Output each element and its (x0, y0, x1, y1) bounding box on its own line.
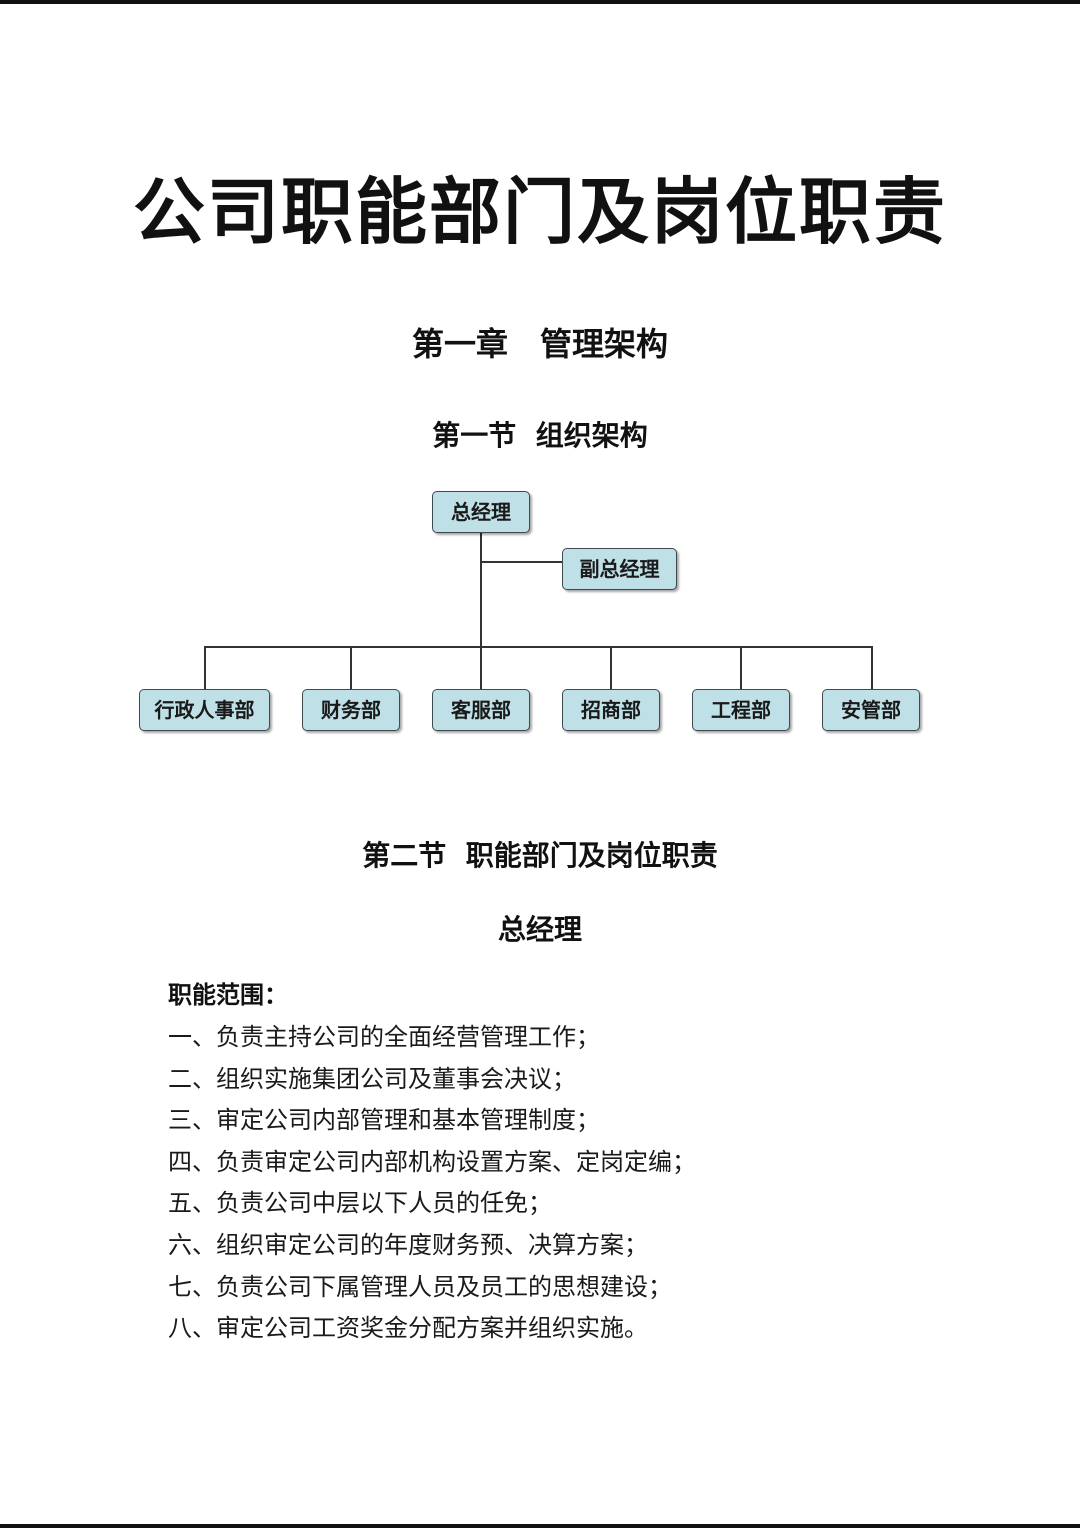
list-item: 一、负责主持公司的全面经营管理工作； (168, 1023, 600, 1051)
connector-drop (871, 646, 873, 689)
connector-drop (350, 646, 352, 689)
org-node-investment: 招商部 (562, 689, 660, 731)
section-heading-org-structure: 第一节 组织架构 (432, 419, 648, 452)
connector-drop (610, 646, 612, 689)
list-item: 七、负责公司下属管理人员及员工的思想建设； (168, 1272, 672, 1301)
org-chart: 总经理 副总经理 行政人事部 财务部 客服部 招商部 工程部 安管部 (0, 0, 1080, 760)
top-border-line (0, 0, 1080, 4)
list-item: 四、负责审定公司内部机构设置方案、定岗定编； (168, 1147, 696, 1176)
org-node-admin-hr: 行政人事部 (139, 689, 270, 731)
org-node-deputy-general-manager: 副总经理 (562, 548, 677, 590)
role-heading: 总经理 (497, 913, 582, 946)
list-item: 二、组织实施集团公司及董事会决议； (168, 1064, 576, 1093)
connector-drop (204, 646, 206, 689)
connector-trunk (480, 533, 482, 647)
document-title: 公司职能部门及岗位职责 (132, 170, 947, 254)
list-item: 六、组织审定公司的年度财务预、决算方案； (168, 1230, 648, 1259)
list-item: 三、审定公司内部管理和基本管理制度； (168, 1106, 600, 1135)
bottom-border-line (0, 1524, 1080, 1528)
chapter-heading: 第一章 管理架构 (411, 325, 668, 363)
org-node-customer-service: 客服部 (432, 689, 530, 731)
connector-deputy (481, 561, 563, 563)
scope-label: 职能范围： (168, 981, 288, 1009)
section-heading-duties: 第二节 职能部门及岗位职责 (362, 839, 718, 872)
connector-drop (480, 646, 482, 689)
org-node-finance: 财务部 (302, 689, 400, 731)
org-node-security: 安管部 (822, 689, 920, 731)
list-item: 八、审定公司工资奖金分配方案并组织实施。 (168, 1314, 648, 1343)
connector-horizontal-bus (204, 646, 873, 648)
connector-drop (740, 646, 742, 689)
org-node-general-manager: 总经理 (432, 491, 530, 533)
list-item: 五、负责公司中层以下人员的任免； (168, 1189, 552, 1218)
org-node-engineering: 工程部 (692, 689, 790, 731)
duty-list: 一、负责主持公司的全面经营管理工作； 二、组织实施集团公司及董事会决议； 三、审… (168, 1017, 968, 1350)
